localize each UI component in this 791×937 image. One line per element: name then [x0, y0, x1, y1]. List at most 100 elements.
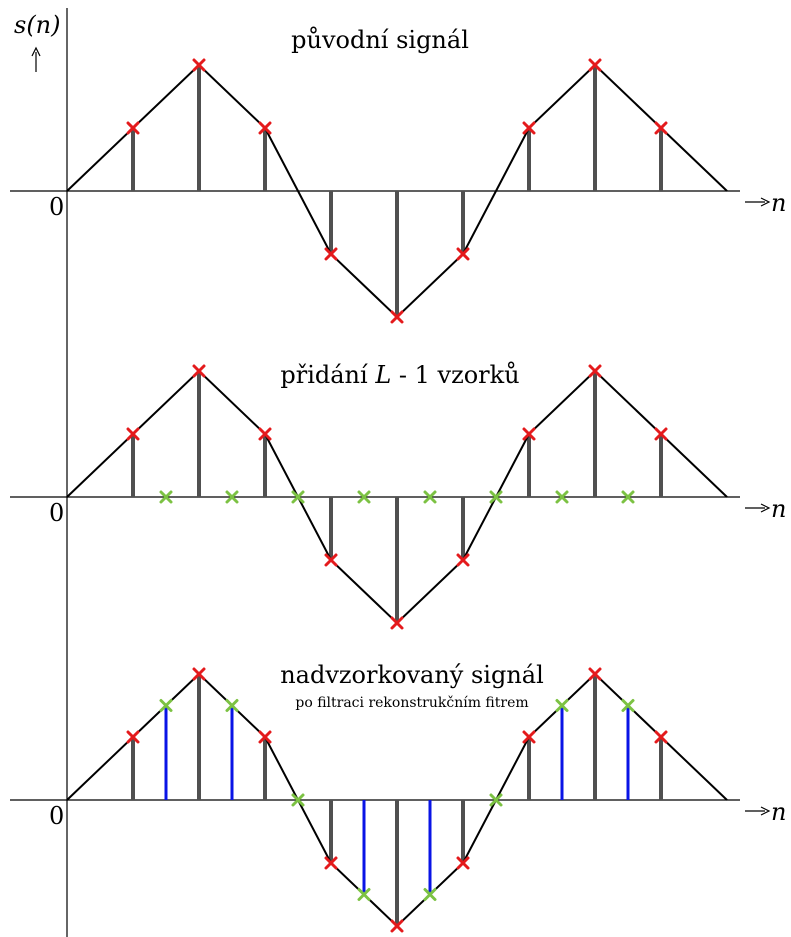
marker-stroke: [489, 793, 503, 807]
original-sample-marker: [258, 730, 272, 744]
panel-title: původní signál: [291, 26, 469, 54]
original-sample-marker: [258, 121, 272, 135]
interpolated-sample-marker: [555, 699, 569, 712]
marker-stroke: [126, 121, 140, 135]
marker-stroke: [588, 58, 602, 72]
marker-stroke: [324, 553, 338, 567]
marker-stroke: [258, 121, 272, 135]
original-sample-marker: [654, 730, 668, 744]
inserted-sample-marker: [357, 490, 371, 504]
original-sample-marker: [654, 121, 668, 135]
original-sample-marker: [522, 730, 536, 744]
original-sample-marker: [324, 856, 338, 870]
inserted-sample-marker: [225, 490, 239, 504]
original-sample-marker: [654, 427, 668, 441]
original-sample-marker: [588, 667, 602, 681]
marker-stroke: [654, 427, 668, 441]
marker-stroke: [423, 490, 437, 504]
original-sample-marker: [522, 121, 536, 135]
marker-stroke: [192, 667, 206, 681]
original-sample-marker: [126, 730, 140, 744]
original-sample-marker: [192, 58, 206, 72]
panel-title-variable: L: [374, 361, 391, 389]
marker-stroke: [522, 121, 536, 135]
original-sample-marker: [588, 364, 602, 378]
marker-stroke: [522, 730, 536, 744]
marker-stroke: [159, 490, 173, 504]
interpolated-sample-marker: [291, 793, 305, 807]
original-sample-marker: [324, 553, 338, 567]
marker-stroke: [126, 730, 140, 744]
marker-stroke: [555, 699, 569, 712]
marker-stroke: [654, 121, 668, 135]
inserted-sample-marker: [621, 490, 635, 504]
marker-stroke: [225, 490, 239, 504]
x-axis-label: n: [771, 189, 786, 217]
marker-stroke: [390, 919, 404, 933]
marker-stroke: [555, 490, 569, 504]
marker-stroke: [621, 699, 635, 712]
interpolated-sample-marker: [621, 699, 635, 712]
original-sample-marker: [456, 247, 470, 261]
origin-label: 0: [49, 802, 64, 830]
marker-stroke: [654, 730, 668, 744]
original-sample-marker: [390, 919, 404, 933]
marker-stroke: [588, 364, 602, 378]
original-sample-marker: [324, 247, 338, 261]
marker-stroke: [192, 364, 206, 378]
marker-stroke: [456, 247, 470, 261]
original-sample-marker: [390, 310, 404, 324]
marker-stroke: [324, 247, 338, 261]
origin-label: 0: [49, 499, 64, 527]
marker-stroke: [456, 856, 470, 870]
x-axis-label: n: [771, 798, 786, 826]
interpolated-sample-marker: [489, 793, 503, 807]
original-sample-marker: [456, 553, 470, 567]
original-sample-marker: [192, 364, 206, 378]
x-axis-label: n: [771, 495, 786, 523]
marker-stroke: [258, 730, 272, 744]
marker-stroke: [489, 490, 503, 504]
original-sample-marker: [522, 427, 536, 441]
panel-zero-insertion: přidání L - 1 vzorků n 0: [10, 361, 786, 630]
inserted-sample-marker: [423, 490, 437, 504]
marker-stroke: [621, 490, 635, 504]
inserted-sample-marker: [159, 490, 173, 504]
original-sample-marker: [456, 856, 470, 870]
marker-stroke: [291, 490, 305, 504]
marker-stroke: [357, 888, 371, 901]
panel-title-part: přidání: [280, 361, 375, 389]
original-sample-marker: [258, 427, 272, 441]
x-axis-arrowhead: [760, 197, 771, 207]
interpolated-sample-marker: [159, 699, 173, 712]
interpolated-sample-marker: [423, 888, 437, 901]
original-sample-marker: [126, 427, 140, 441]
original-sample-marker: [192, 667, 206, 681]
panel-original-signal: původní signál n 0: [10, 26, 786, 324]
panel-title: přidání L - 1 vzorků: [280, 361, 519, 389]
marker-stroke: [192, 58, 206, 72]
inserted-sample-marker: [489, 490, 503, 504]
marker-stroke: [225, 699, 239, 712]
marker-stroke: [390, 616, 404, 630]
y-axis-arrow: [31, 46, 41, 72]
panel-upsampled-signal: nadvzorkovaný signál po filtraci rekonst…: [10, 661, 786, 933]
marker-stroke: [324, 856, 338, 870]
marker-stroke: [423, 888, 437, 901]
panel-title-part: - 1 vzorků: [391, 361, 519, 389]
inserted-sample-marker: [555, 490, 569, 504]
original-sample-marker: [126, 121, 140, 135]
original-sample-marker: [588, 58, 602, 72]
marker-stroke: [588, 667, 602, 681]
marker-stroke: [159, 699, 173, 712]
marker-stroke: [258, 427, 272, 441]
inserted-sample-marker: [291, 490, 305, 504]
interpolated-sample-marker: [357, 888, 371, 901]
y-axis-label: s(n): [14, 11, 61, 39]
x-axis-arrowhead: [760, 806, 771, 816]
origin-label: 0: [49, 193, 64, 221]
marker-stroke: [522, 427, 536, 441]
interpolated-sample-marker: [225, 699, 239, 712]
marker-stroke: [291, 793, 305, 807]
